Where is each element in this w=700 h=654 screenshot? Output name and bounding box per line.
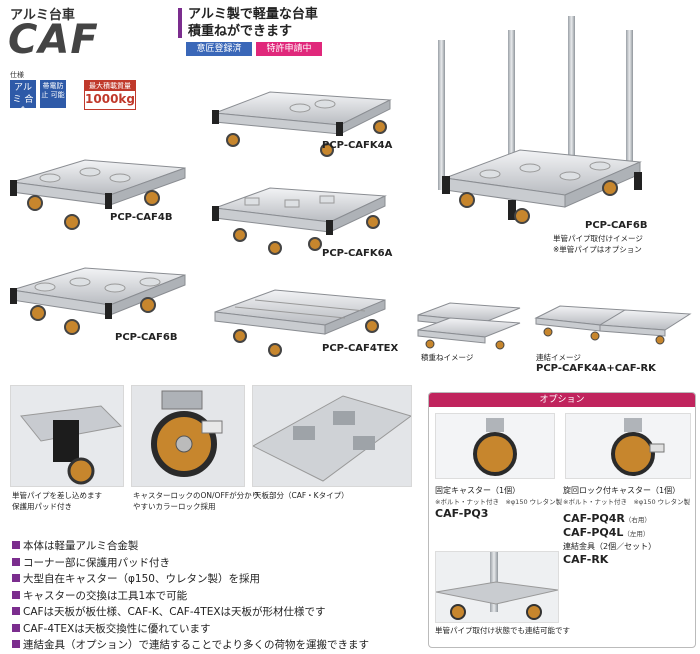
detail-photo-caster bbox=[131, 385, 245, 487]
fixed-caster-icon bbox=[473, 418, 517, 476]
feature-item: CAFは天板が板仕様、CAF-K、CAF-4TEXは天板が形材仕様です bbox=[12, 604, 369, 621]
design-registered-badge: 意匠登録済 bbox=[186, 42, 252, 56]
product-illustrations bbox=[10, 16, 692, 357]
capacity-label: 最大積載質量 bbox=[85, 81, 135, 91]
option-header: オプション bbox=[429, 393, 695, 407]
label-caf4b: PCP-CAF4B bbox=[110, 212, 173, 223]
fixed-caster-photo bbox=[435, 413, 555, 479]
feature-item: CAF-4TEXは天板交換性に優れています bbox=[12, 621, 369, 638]
fixed-caster-code: CAF-PQ3 bbox=[435, 507, 489, 520]
caster-lock-icon bbox=[132, 386, 244, 486]
cart-cafk4a-image bbox=[212, 91, 392, 157]
fixed-caster-sub: ※ボルト・ナット付き ※φ150 ウレタン製 bbox=[435, 498, 563, 506]
caf6b-pipe-note: 単管パイプ取付けイメージ bbox=[553, 234, 643, 243]
spec-label: 仕様 bbox=[10, 71, 24, 79]
tagline-line-1: アルミ製で軽量な台車 bbox=[188, 7, 318, 22]
fixed-caster-label: 固定キャスター（1個） bbox=[435, 486, 521, 495]
tagline-accent-bar bbox=[178, 8, 182, 38]
tagline: アルミ製で軽量な台車 積重ねができます bbox=[188, 6, 318, 40]
detail-photo-top-plate bbox=[251, 385, 413, 487]
lock-caster-icon bbox=[611, 418, 665, 476]
link-fitting-label: 連結金具（2個／セット） bbox=[563, 542, 657, 551]
stack-image bbox=[417, 302, 521, 350]
top-plate-icon bbox=[251, 386, 413, 486]
tagline-line-2: 積重ねができます bbox=[188, 24, 293, 39]
detail-caption-1b: 保護用パッド付き bbox=[12, 502, 72, 511]
detail-caption-2b: やすいカラーロック採用 bbox=[133, 502, 216, 511]
feature-list: 本体は軽量アルミ合金製 コーナー部に保護用パッド付き 大型自在キャスター（φ15… bbox=[12, 538, 369, 654]
feature-item: キャスターの交換は工具1本で可能 bbox=[12, 588, 369, 605]
label-caf4tex: PCP-CAF4TEX bbox=[322, 343, 399, 354]
patent-pending-badge: 特許申請中 bbox=[256, 42, 322, 56]
lock-caster-code-r: CAF-PQ4R（右用） bbox=[563, 512, 651, 525]
link-fitting-code: CAF-RK bbox=[563, 553, 609, 566]
caf6b-option-note: ※単管パイプはオプション bbox=[553, 245, 642, 254]
cart-caf4tex-image bbox=[214, 289, 386, 357]
detail-caption-3: 天板部分（CAF・Kタイプ） bbox=[254, 491, 349, 500]
link-model-label: PCP-CAFK4A+CAF-RK bbox=[536, 363, 656, 374]
label-caf6b-right: PCP-CAF6B bbox=[585, 220, 648, 231]
category-label: アルミ台車 bbox=[10, 8, 75, 23]
lock-caster-label: 旋回ロック付キャスター（1個） bbox=[563, 486, 681, 495]
antistatic-badge: 帯電防止 可能 bbox=[40, 80, 66, 108]
stack-label: 積重ねイメージ bbox=[421, 353, 474, 362]
option-panel: オプション 固定キャスター（1個） ※ボルト・ナット付き ※φ150 ウレタン製… bbox=[428, 392, 696, 648]
label-cafk4a: PCP-CAFK4A bbox=[322, 140, 393, 151]
capacity-value: 1000kg bbox=[85, 92, 135, 106]
link-label: 連結イメージ bbox=[536, 353, 581, 362]
corner-pad-icon bbox=[11, 386, 123, 486]
detail-caption-1a: 単管パイプを差し込めます bbox=[12, 491, 102, 500]
feature-item: 本体は軽量アルミ合金製 bbox=[12, 538, 369, 555]
lock-caster-photo bbox=[565, 413, 691, 479]
feature-item: コーナー部に保護用パッド付き bbox=[12, 555, 369, 572]
label-caf6b-left: PCP-CAF6B bbox=[115, 332, 178, 343]
detail-photo-corner bbox=[10, 385, 124, 487]
cart-caf4b-image bbox=[10, 159, 186, 230]
capacity-box: 最大積載質量 1000kg bbox=[84, 80, 136, 110]
feature-item: 大型自在キャスター（φ150、ウレタン製）を採用 bbox=[12, 571, 369, 588]
cart-caf6b-right-image bbox=[438, 16, 642, 224]
cart-cafk6a-image bbox=[212, 187, 387, 255]
link-image bbox=[534, 305, 692, 345]
feature-item: 連結金具（オプション）で連結することでより多くの荷物を運搬できます bbox=[12, 637, 369, 654]
pipe-link-note: 単管パイプ取付け状態でも連結可能です bbox=[435, 626, 570, 635]
label-cafk6a: PCP-CAFK6A bbox=[322, 248, 393, 259]
detail-caption-2a: キャスターロックのON/OFFが分かり bbox=[133, 491, 260, 500]
pipe-link-icon bbox=[435, 552, 559, 620]
lock-caster-code-l: CAF-PQ4L（左用） bbox=[563, 526, 650, 539]
model-title: CAF bbox=[8, 17, 99, 63]
pipe-link-photo bbox=[435, 551, 559, 623]
aluminum-alloy-badge: アルミ 合金 bbox=[10, 80, 36, 117]
lock-caster-sub: ※ボルト・ナット付き ※φ150 ウレタン製 bbox=[563, 498, 691, 506]
cart-caf6b-left-image bbox=[10, 267, 186, 335]
